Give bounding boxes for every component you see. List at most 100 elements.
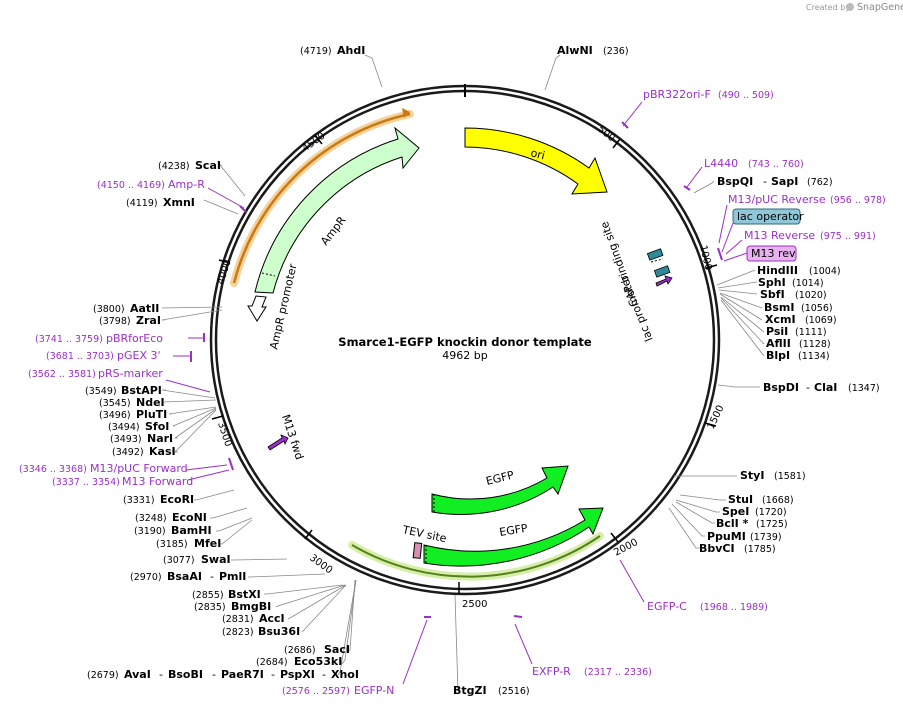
svg-text:-: -	[763, 175, 767, 188]
svg-text:(2576 .. 2597): (2576 .. 2597)	[282, 686, 350, 697]
enzyme-sites: (4719) AhdI AlwNI (236) BspQI - SapI (76…	[85, 44, 880, 697]
site-aflii[interactable]: AflII (1128)	[766, 337, 831, 350]
primer-m13-puc-reverse[interactable]: M13/pUC Reverse (956 .. 978)	[728, 193, 886, 206]
primer-amp-r[interactable]: (4150 .. 4169) Amp-R	[97, 178, 205, 191]
site-ppumi[interactable]: PpuMI (1739)	[707, 530, 782, 543]
site-saci[interactable]: (2686) SacI	[284, 643, 350, 656]
m13-rev-box	[746, 245, 797, 262]
feature-egfp-outer[interactable]: EGFP	[423, 507, 604, 567]
site-econi[interactable]: (3248) EcoNI	[135, 511, 207, 524]
svg-text:(2516): (2516)	[498, 686, 530, 697]
svg-text:(490 .. 509): (490 .. 509)	[718, 90, 774, 101]
site-ahdi[interactable]: (4719) AhdI	[300, 44, 365, 57]
svg-text:AflII: AflII	[766, 337, 791, 350]
site-sbfi[interactable]: SbfI (1020)	[760, 288, 827, 301]
site-psii[interactable]: PsiI (1111)	[766, 325, 827, 338]
egfp-outer-label: EGFP	[498, 522, 528, 539]
site-styi[interactable]: StyI (1581)	[740, 469, 806, 482]
site-bstxi[interactable]: (2855) BstXI	[192, 588, 261, 601]
primer-egfp-c[interactable]: EGFP-C (1968 .. 1989)	[647, 600, 768, 613]
site-kasi[interactable]: (3492) KasI	[112, 445, 176, 458]
primer-l4440[interactable]: L4440 (743 .. 760)	[704, 157, 804, 170]
ampr-arrow	[254, 126, 420, 294]
site-sphi[interactable]: SphI (1014)	[758, 276, 824, 289]
svg-text:pGEX 3': pGEX 3'	[117, 349, 161, 362]
lac-operator-badge[interactable]: lac operator	[721, 208, 804, 253]
site-hindiii[interactable]: HindIII (1004)	[757, 264, 841, 277]
primer-m13-forward[interactable]: (3337 .. 3354) M13 Forward	[52, 475, 193, 488]
svg-text:-: -	[212, 668, 216, 681]
site-alwni[interactable]: AlwNI (236)	[557, 44, 629, 57]
svg-text:PspXI: PspXI	[280, 668, 315, 681]
site-bstapi[interactable]: (3549) BstAPI	[85, 384, 162, 397]
site-bbvci[interactable]: BbvCI (1785)	[699, 542, 776, 555]
svg-text:(236): (236)	[603, 46, 629, 57]
site-bamhi[interactable]: (3190) BamHI	[134, 524, 212, 537]
primer-pgex-3[interactable]: (3681 .. 3703) pGEX 3'	[46, 349, 161, 362]
svg-text:(1134): (1134)	[798, 351, 830, 362]
feature-ampr[interactable]: AmpR	[254, 126, 420, 294]
svg-text:StuI: StuI	[728, 493, 753, 506]
primer-exfp-r[interactable]: EXFP-R (2317 .. 2336)	[532, 665, 652, 678]
site-ndei[interactable]: (3545) NdeI	[99, 396, 165, 409]
svg-text:XcmI: XcmI	[765, 313, 796, 326]
site-bspqi-sapi[interactable]: BspQI - SapI (762)	[717, 175, 833, 188]
lac-operator-box	[732, 208, 801, 225]
m13-rev-leader	[723, 252, 748, 262]
site-ecori[interactable]: (3331) EcoRI	[123, 493, 194, 506]
site-bcli[interactable]: BclI * (1725)	[716, 517, 788, 530]
svg-text:(743 .. 760): (743 .. 760)	[748, 159, 804, 170]
m13-rev-badge[interactable]: M13 rev	[723, 245, 797, 262]
feature-m13-fwd[interactable]: M13 fwd	[267, 413, 306, 461]
svg-text:PluTI: PluTI	[136, 408, 167, 421]
svg-text:NarI: NarI	[147, 432, 173, 445]
tev-site-label: TEV site	[400, 523, 447, 545]
site-bsaai-pmli[interactable]: (2970) BsaAI - PmlI	[130, 570, 246, 583]
primer-m13-puc-forward[interactable]: (3346 .. 3368) M13/pUC Forward	[19, 462, 188, 475]
site-scai[interactable]: (4238) ScaI	[158, 159, 221, 172]
site-acci[interactable]: (2831) AccI	[222, 612, 285, 625]
site-sfoi[interactable]: (3494) SfoI	[108, 420, 169, 433]
site-bspdi-clai[interactable]: BspDI - ClaI (1347)	[763, 381, 880, 394]
site-blpi[interactable]: BlpI (1134)	[766, 349, 830, 362]
svg-text:BstXI: BstXI	[228, 588, 261, 601]
lac-operator-label: lac operator	[737, 210, 804, 223]
site-spei[interactable]: SpeI (1720)	[722, 505, 787, 518]
svg-text:(1725): (1725)	[756, 519, 788, 530]
primer-m13-reverse[interactable]: M13 Reverse (975 .. 991)	[744, 229, 876, 242]
svg-text:PpuMI: PpuMI	[707, 530, 746, 543]
svg-text:ClaI: ClaI	[814, 381, 837, 394]
svg-text:pBR322ori-F: pBR322ori-F	[643, 88, 711, 101]
svg-text:(3800): (3800)	[93, 304, 125, 315]
lac-region[interactable]: CAP binding site lac promoter	[598, 219, 673, 343]
site-eco53ki[interactable]: (2684) Eco53kI	[256, 655, 342, 668]
site-avai-group[interactable]: (2679) AvaI - BsoBI - PaeR7I - PspXI - X…	[87, 668, 359, 681]
site-aatii[interactable]: (3800) AatII	[93, 302, 159, 315]
feature-egfp-inner[interactable]: EGFP	[431, 465, 569, 515]
feature-ori[interactable]: ori	[464, 127, 608, 195]
site-bsmi[interactable]: BsmI (1056)	[764, 301, 833, 314]
tick-3000: 3000	[304, 529, 334, 576]
site-xmni[interactable]: (4119) XmnI	[126, 196, 195, 209]
tev-site-box	[412, 542, 423, 559]
tick-1000: 1000	[697, 244, 718, 271]
svg-text:(3346 .. 3368): (3346 .. 3368)	[19, 464, 87, 475]
site-zrai[interactable]: (3798) ZraI	[99, 314, 161, 327]
site-btgzi[interactable]: BtgZI (2516)	[453, 684, 530, 697]
primer-pbr322ori-f[interactable]: pBR322ori-F (490 .. 509)	[643, 88, 774, 101]
svg-text:(3741 .. 3759): (3741 .. 3759)	[35, 334, 103, 345]
primer-prs-marker[interactable]: (3562 .. 3581) pRS-marker	[28, 367, 163, 380]
site-mfei[interactable]: (3185) MfeI	[156, 537, 221, 550]
site-nari[interactable]: (3493) NarI	[110, 432, 173, 445]
svg-text:(3337 .. 3354): (3337 .. 3354)	[52, 477, 120, 488]
site-bmgbi[interactable]: (2835) BmgBI	[194, 600, 271, 613]
site-bsu36i[interactable]: (2823) Bsu36I	[222, 625, 300, 638]
site-swai[interactable]: (3077) SwaI	[163, 553, 231, 566]
site-xcmi[interactable]: XcmI (1069)	[765, 313, 837, 326]
snapgene-branding: Created by SnapGene	[806, 2, 903, 13]
site-pluti[interactable]: (3496) PluTI	[99, 408, 167, 421]
primer-pbrforeco[interactable]: (3741 .. 3759) pBRforEco	[35, 332, 163, 345]
primer-egfp-n[interactable]: (2576 .. 2597) EGFP-N	[282, 684, 394, 697]
site-stui[interactable]: StuI (1668)	[728, 493, 794, 506]
svg-text:Bsu36I: Bsu36I	[258, 625, 300, 638]
